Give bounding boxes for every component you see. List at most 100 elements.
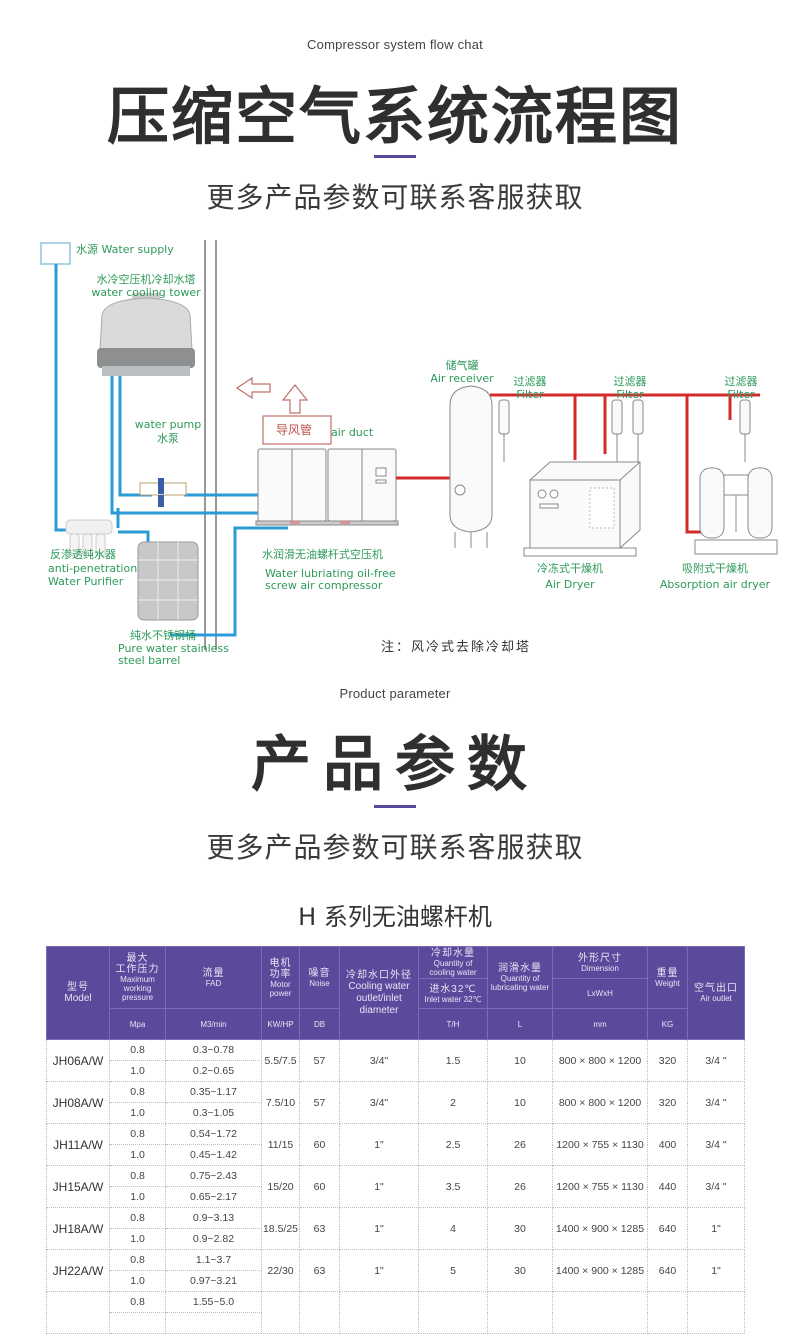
unit-dimension: mm — [552, 1008, 648, 1040]
air-dryer-label-en: Air Dryer — [545, 578, 595, 591]
water-pump-label-en: water pump — [134, 418, 202, 431]
unit-lubricating-water: L — [487, 1008, 553, 1040]
flowchart-title: 压缩空气系统流程图 — [106, 80, 683, 153]
cell-cooling-quantity: 2.5 — [418, 1123, 488, 1166]
cell-pressure: 1.0 — [109, 1102, 166, 1124]
cell-cooling-diameter: 1" — [339, 1165, 419, 1208]
cell-cooling-quantity: 4 — [418, 1207, 488, 1250]
cell-pressure: 0.8 — [109, 1207, 166, 1229]
cell-air-outlet: 1" — [687, 1249, 745, 1292]
unit-cooling-quantity: T/H — [418, 1008, 488, 1040]
cell-power: 5.5/7.5 — [261, 1039, 300, 1082]
cell-fad: 0.97~3.21 — [165, 1270, 262, 1292]
purifier-label-en2: Water Purifier — [48, 575, 124, 588]
unit-weight: KG — [647, 1008, 688, 1040]
barrel-label-en1: Pure water stainless — [118, 642, 229, 655]
cooling-tower-label-cn: 水冷空压机冷却水塔 — [96, 273, 196, 286]
cell-dimension: 800 × 800 × 1200 — [552, 1081, 648, 1124]
flowchart-en-title: Compressor system flow chat — [307, 37, 483, 52]
filter-label-cn: 过滤器 — [724, 375, 758, 388]
cell-weight: 440 — [647, 1165, 688, 1208]
cell-fad — [165, 1312, 262, 1334]
cell-dimension — [552, 1291, 648, 1334]
air-dryer-icon — [523, 461, 641, 557]
unit-fad: M3/min — [165, 1008, 262, 1040]
cell-weight — [647, 1291, 688, 1334]
cell-weight: 320 — [647, 1081, 688, 1124]
cell-noise: 63 — [299, 1249, 340, 1292]
cell-model: JH22A/W — [46, 1249, 110, 1292]
cell-fad: 0.9~3.13 — [165, 1207, 262, 1229]
cell-weight: 640 — [647, 1207, 688, 1250]
cell-noise: 60 — [299, 1165, 340, 1208]
cell-lubricating-water: 30 — [487, 1249, 553, 1292]
cell-pressure: 0.8 — [109, 1291, 166, 1313]
cell-lubricating-water: 10 — [487, 1039, 553, 1082]
air-receiver-icon — [449, 385, 493, 548]
cell-cooling-diameter: 1" — [339, 1123, 419, 1166]
compressor-label-en2: screw air compressor — [265, 579, 383, 592]
cell-lubricating-water: 26 — [487, 1123, 553, 1166]
flowchart-subtitle: 更多产品参数可联系客服获取 — [206, 181, 584, 214]
title-divider — [374, 155, 416, 158]
cell-pressure: 0.8 — [109, 1165, 166, 1187]
cell-dimension: 1400 × 900 × 1285 — [552, 1207, 648, 1250]
param-en-title: Product parameter — [339, 686, 451, 701]
filter-label-cn: 过滤器 — [513, 375, 547, 388]
cell-dimension: 800 × 800 × 1200 — [552, 1039, 648, 1082]
cell-dimension: 1200 × 755 × 1130 — [552, 1165, 648, 1208]
cell-pressure: 0.8 — [109, 1123, 166, 1145]
abs-dryer-label-cn: 吸附式干燥机 — [682, 562, 748, 575]
cell-fad: 0.3~1.05 — [165, 1102, 262, 1124]
cell-fad: 0.54~1.72 — [165, 1123, 262, 1145]
param-subtitle: 更多产品参数可联系客服获取 — [206, 831, 584, 864]
water-pump-icon — [139, 478, 187, 507]
cell-fad: 0.9~2.82 — [165, 1228, 262, 1250]
cell-fad: 0.45~1.42 — [165, 1144, 262, 1166]
cell-pressure: 1.0 — [109, 1144, 166, 1166]
cell-pressure: 0.8 — [109, 1039, 166, 1061]
cell-model: JH08A/W — [46, 1081, 110, 1124]
unit-pressure: Mpa — [109, 1008, 166, 1040]
cell-power: 15/20 — [261, 1165, 300, 1208]
cooling-tower-label-en: water cooling tower — [91, 286, 201, 299]
filter-label-en: Filter — [727, 388, 755, 401]
cell-pressure: 1.0 — [109, 1186, 166, 1208]
param-title: 产品参数 — [251, 730, 539, 800]
barrel-label-en2: steel barrel — [118, 654, 181, 667]
cell-fad: 0.3~0.78 — [165, 1039, 262, 1061]
water-supply-box — [40, 242, 71, 265]
cell-power: 18.5/25 — [261, 1207, 300, 1250]
cell-noise: 57 — [299, 1039, 340, 1082]
flow-diagram: 水源 Water supply 水冷空压机冷却水塔 water cooling … — [30, 230, 790, 670]
cell-cooling-quantity — [418, 1291, 488, 1334]
cell-noise: 63 — [299, 1207, 340, 1250]
cell-lubricating-water: 26 — [487, 1165, 553, 1208]
cell-dimension: 1200 × 755 × 1130 — [552, 1123, 648, 1166]
cell-lubricating-water: 10 — [487, 1081, 553, 1124]
diagram-note: 注：风冷式去除冷却塔 — [381, 640, 532, 655]
cell-model: JH18A/W — [46, 1207, 110, 1250]
cell-model — [46, 1291, 110, 1334]
air-dryer-label-cn: 冷冻式干燥机 — [537, 562, 603, 575]
cell-cooling-quantity: 3.5 — [418, 1165, 488, 1208]
cell-model: JH15A/W — [46, 1165, 110, 1208]
cell-pressure: 1.0 — [109, 1228, 166, 1250]
purifier-label-cn: 反渗透纯水器 — [50, 548, 116, 561]
